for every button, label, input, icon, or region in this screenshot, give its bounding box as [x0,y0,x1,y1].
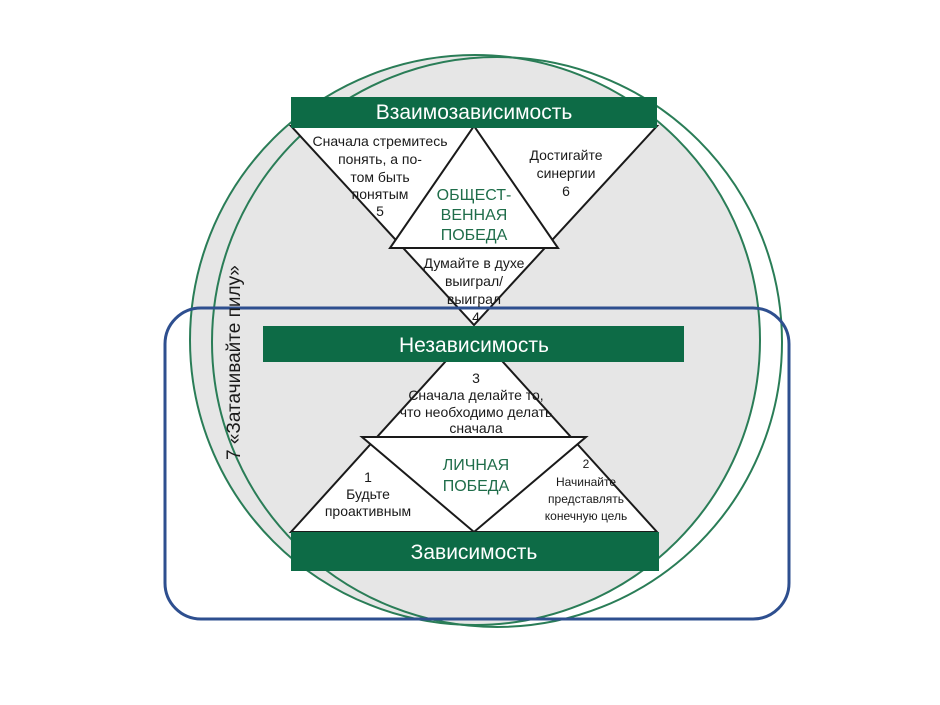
habit-4-line-2: выиграл/ [445,273,503,289]
independence-bar [263,326,684,362]
sharpen-saw-label: 7 «Затачивайте пилу» [224,265,245,460]
private-victory-line-2: ПОБЕДА [443,478,510,495]
habit-3: 3 Сначала делайте то, что необходимо дел… [400,370,553,436]
public-victory-line-1: ОБЩЕСТ- [437,187,512,204]
renewal-circle [211,56,783,628]
habit-4-line-1: Думайте в духе [424,255,525,271]
habit-3-line-2: что необходимо делать [400,404,553,420]
habit-2-number: 2 [583,457,590,471]
interdependence-label: Взаимозависимость [376,101,573,124]
habit-4-number: 4 [472,309,480,325]
habit-5: Сначала стремитесь понять, а по- том быт… [312,133,447,219]
independence-label: Независимость [399,334,549,357]
habit-1-line-2: проактивным [325,503,411,519]
habit-4: Думайте в духе выиграл/ выиграл 4 [424,255,525,325]
habit-3-number: 3 [472,370,480,386]
dependence-bar [291,532,659,571]
private-victory-triangle [359,436,589,534]
public-victory-line-3: ПОБЕДА [441,227,508,244]
habit-3-line-3: сначала [449,420,502,436]
interdependence-bar [291,97,657,128]
habit-6: Достигайте синергии 6 [529,147,602,199]
habit-2-line-2: представлять [548,492,624,506]
habit-5-number: 5 [376,203,384,219]
public-victory: ОБЩЕСТ- ВЕННАЯ ПОБЕДА [437,187,512,244]
habit-2: 2 Начинайте представлять конечную цель [545,457,627,523]
habit-1-line-1: Будьте [346,486,390,502]
habit-3-line-1: Сначала делайте то, [408,387,543,403]
habit-4-line-3: выиграл [447,291,501,307]
habit-2-line-3: конечную цель [545,509,627,523]
habit-5-line-4: понятым [352,186,409,202]
habit-5-line-2: понять, а по- [338,151,422,167]
habit-1: 1 Будьте проактивным [325,469,411,519]
habit-2-line-1: Начинайте [556,475,616,489]
habit-6-number: 6 [562,183,570,199]
habit-6-line-1: Достигайте [529,147,602,163]
private-victory-line-1: ЛИЧНАЯ [443,457,509,474]
habit-5-line-1: Сначала стремитесь [312,133,447,149]
independence-frame [163,306,791,621]
private-victory: ЛИЧНАЯ ПОБЕДА [443,457,510,495]
public-victory-line-2: ВЕННАЯ [441,207,508,224]
dependence-label: Зависимость [411,541,538,564]
habit-6-line-2: синергии [537,165,596,181]
habit-1-number: 1 [364,469,372,485]
habit-5-line-3: том быть [350,169,409,185]
